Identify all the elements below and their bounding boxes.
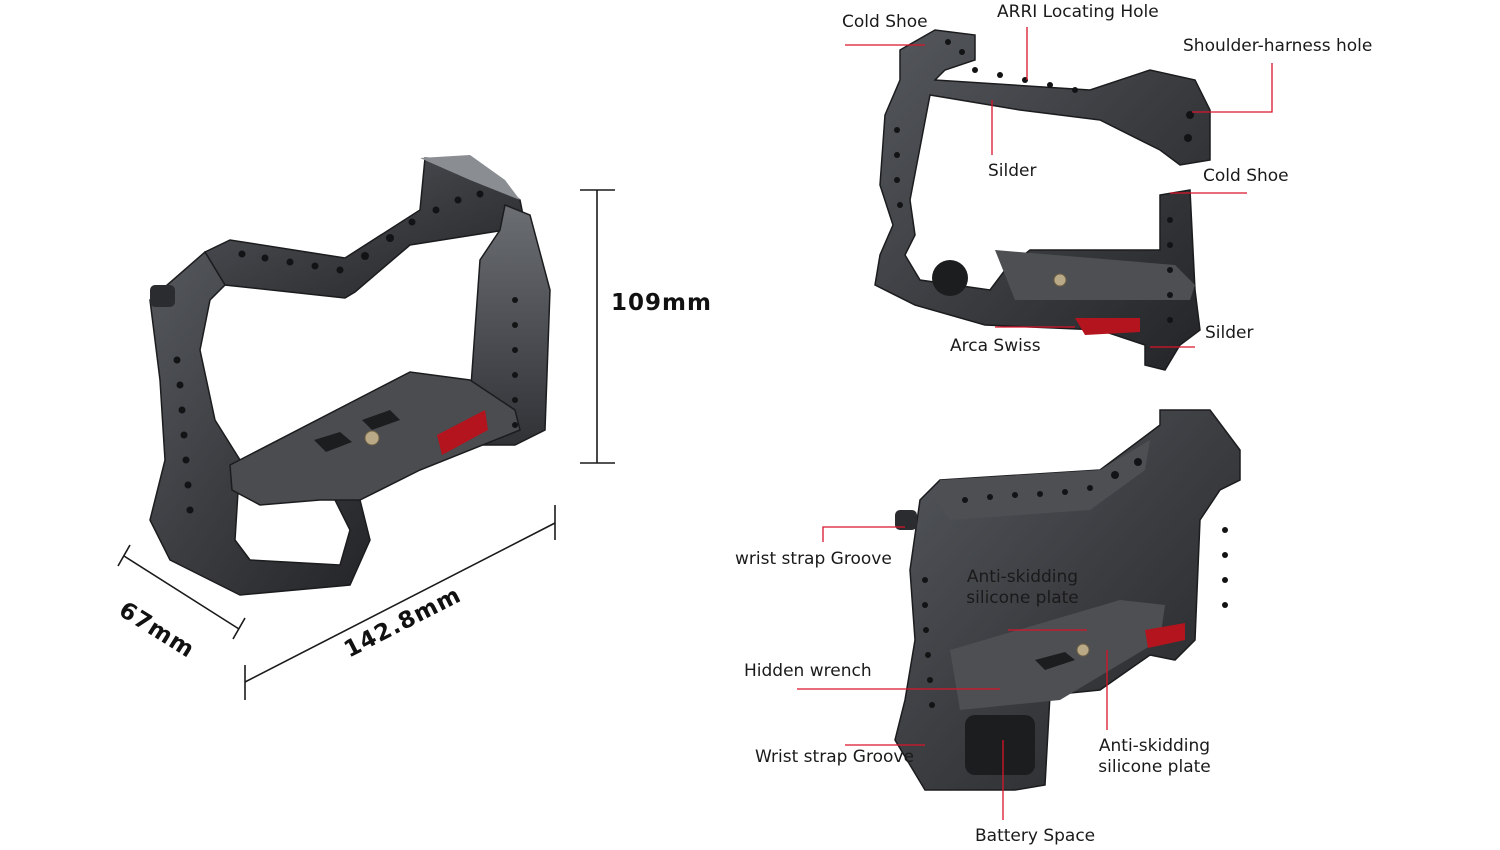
top-right-cage [874,29,1211,371]
label-arca-swiss: Arca Swiss [950,336,1041,356]
label-cold-shoe-side: Cold Shoe [1203,166,1289,186]
label-anti-skid-bottom: Anti-skidding silicone plate [1098,736,1211,777]
label-arri-hole: ARRI Locating Hole [997,2,1159,22]
callout-lines [797,27,1273,820]
label-anti-skid-top: Anti-skidding silicone plate [966,567,1079,608]
bottom-right-cage [894,409,1241,791]
label-cold-shoe-top: Cold Shoe [842,12,928,32]
label-slider-bottom: Silder [1205,323,1254,343]
label-battery-space: Battery Space [975,826,1096,846]
main-cage [149,155,551,596]
label-wrist-strap-groove-bottom: Wrist strap Groove [755,747,914,767]
label-slider-top: Silder [988,161,1037,181]
label-wrist-strap-groove: wrist strap Groove [735,549,892,569]
label-shoulder-harness: Shoulder-harness hole [1183,36,1373,56]
height-dimension: 109mm [611,290,712,316]
label-hidden-wrench: Hidden wrench [744,661,872,681]
dimension-lines [117,189,615,700]
